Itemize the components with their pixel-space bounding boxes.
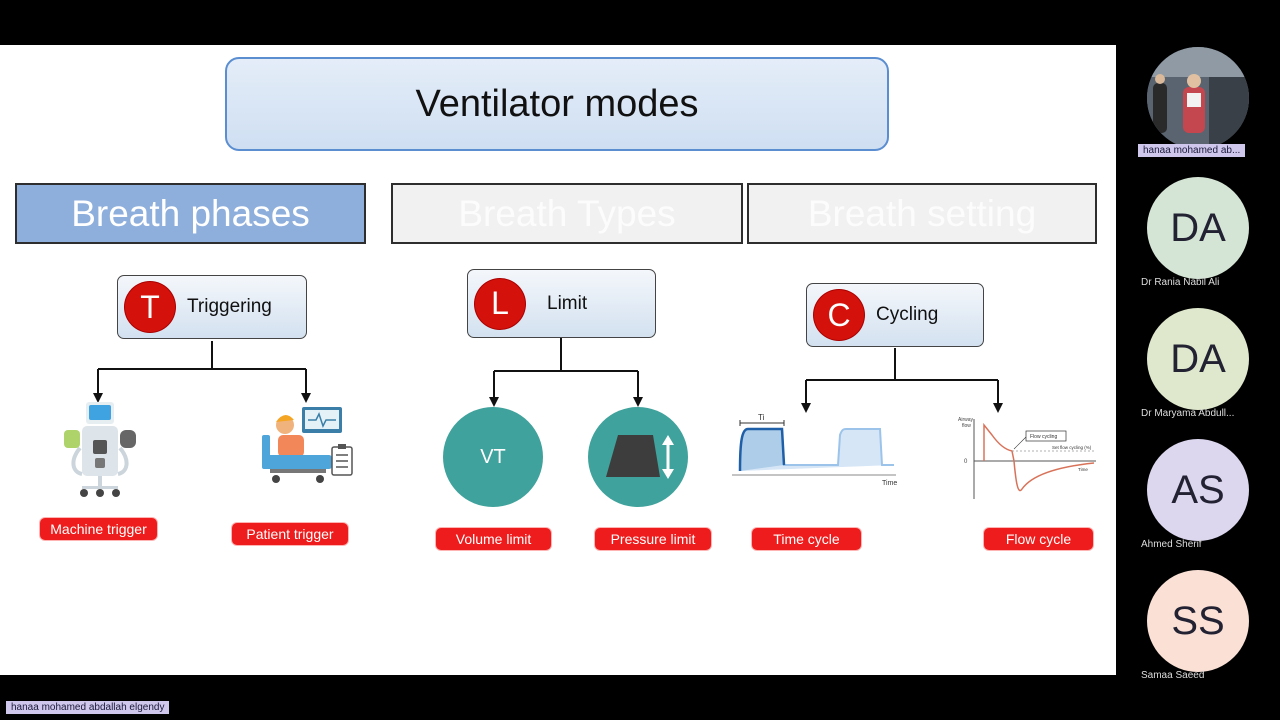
ti-label: Ti bbox=[758, 413, 765, 422]
avatar: DA bbox=[1147, 177, 1249, 279]
limit-connector bbox=[493, 338, 639, 405]
limit-label: Limit bbox=[547, 292, 588, 314]
flow-cycling-box-label: Flow cycling bbox=[1030, 434, 1057, 440]
ventilator-machine-icon bbox=[64, 402, 136, 497]
triggering-label: Triggering bbox=[187, 296, 272, 317]
cycling-badge: C bbox=[814, 290, 864, 340]
participant-name: Samaa Saeed bbox=[1141, 670, 1205, 681]
avatar: DA bbox=[1147, 308, 1249, 410]
phase-triggering: T Triggering bbox=[117, 275, 307, 339]
patient-trigger-pill: Patient trigger bbox=[232, 523, 348, 545]
pressure-limit-pill: Pressure limit bbox=[595, 528, 711, 550]
patient-bed-icon bbox=[262, 407, 353, 483]
volume-limit-pill: Volume limit bbox=[436, 528, 551, 550]
header-breath-setting: Breath setting bbox=[747, 183, 1097, 244]
avatar: SS bbox=[1147, 570, 1249, 672]
flow-cycle-graph: Airway flow 0 Flow cycling Set flow cycl… bbox=[958, 417, 1096, 499]
vt-label: VT bbox=[480, 445, 506, 468]
slide-title-box: Ventilator modes bbox=[225, 57, 889, 151]
pressure-limit-circle bbox=[588, 407, 688, 507]
time-cycle-graph: Ti Time bbox=[732, 413, 897, 487]
phase-cycling: C Cycling bbox=[806, 283, 984, 347]
connector-lines bbox=[93, 338, 1003, 413]
triggering-connector bbox=[97, 341, 307, 399]
slide-title: Ventilator modes bbox=[415, 82, 699, 125]
phase-limit: L Limit bbox=[467, 269, 656, 338]
flow-y-label-1: Airway bbox=[958, 417, 974, 423]
participant-name: Dr Maryama Abdull... bbox=[1141, 408, 1235, 419]
cycling-label: Cycling bbox=[876, 304, 939, 325]
participant-name: Ahmed Sherif bbox=[1141, 539, 1202, 550]
flow-y-label-2: flow bbox=[962, 423, 971, 429]
machine-trigger-pill: Machine trigger bbox=[40, 518, 157, 540]
limit-badge: L bbox=[475, 278, 525, 329]
avatar: AS bbox=[1147, 439, 1249, 541]
participant-video bbox=[1147, 47, 1249, 149]
flow-axis-label: Time bbox=[1078, 467, 1088, 472]
triggering-badge: T bbox=[125, 282, 175, 332]
shared-slide: Ventilator modes Breath phases Breath Ty… bbox=[0, 45, 1116, 675]
cycling-connector bbox=[805, 348, 999, 411]
participant-name: hanaa mohamed ab... bbox=[1138, 144, 1246, 157]
video-thumbnail bbox=[1147, 47, 1249, 149]
pressure-waveform-icon bbox=[606, 435, 674, 479]
header-breath-types: Breath Types bbox=[391, 183, 743, 244]
set-flow-cycling-label: Set flow cycling (%) bbox=[1052, 445, 1092, 450]
participant-sidebar: hanaa mohamed ab... DA Dr Rania Nabil Al… bbox=[1116, 45, 1280, 681]
flow-zero-label: 0 bbox=[964, 459, 968, 465]
volume-limit-circle: VT bbox=[443, 407, 543, 507]
flow-cycle-pill: Flow cycle bbox=[984, 528, 1093, 550]
presenter-name-tag: hanaa mohamed abdallah elgendy bbox=[6, 701, 170, 714]
time-cycle-pill: Time cycle bbox=[752, 528, 861, 550]
time-axis-label: Time bbox=[882, 480, 897, 487]
participant-name: Dr Rania Nabil Ali bbox=[1141, 277, 1220, 288]
header-breath-phases: Breath phases bbox=[15, 183, 366, 244]
